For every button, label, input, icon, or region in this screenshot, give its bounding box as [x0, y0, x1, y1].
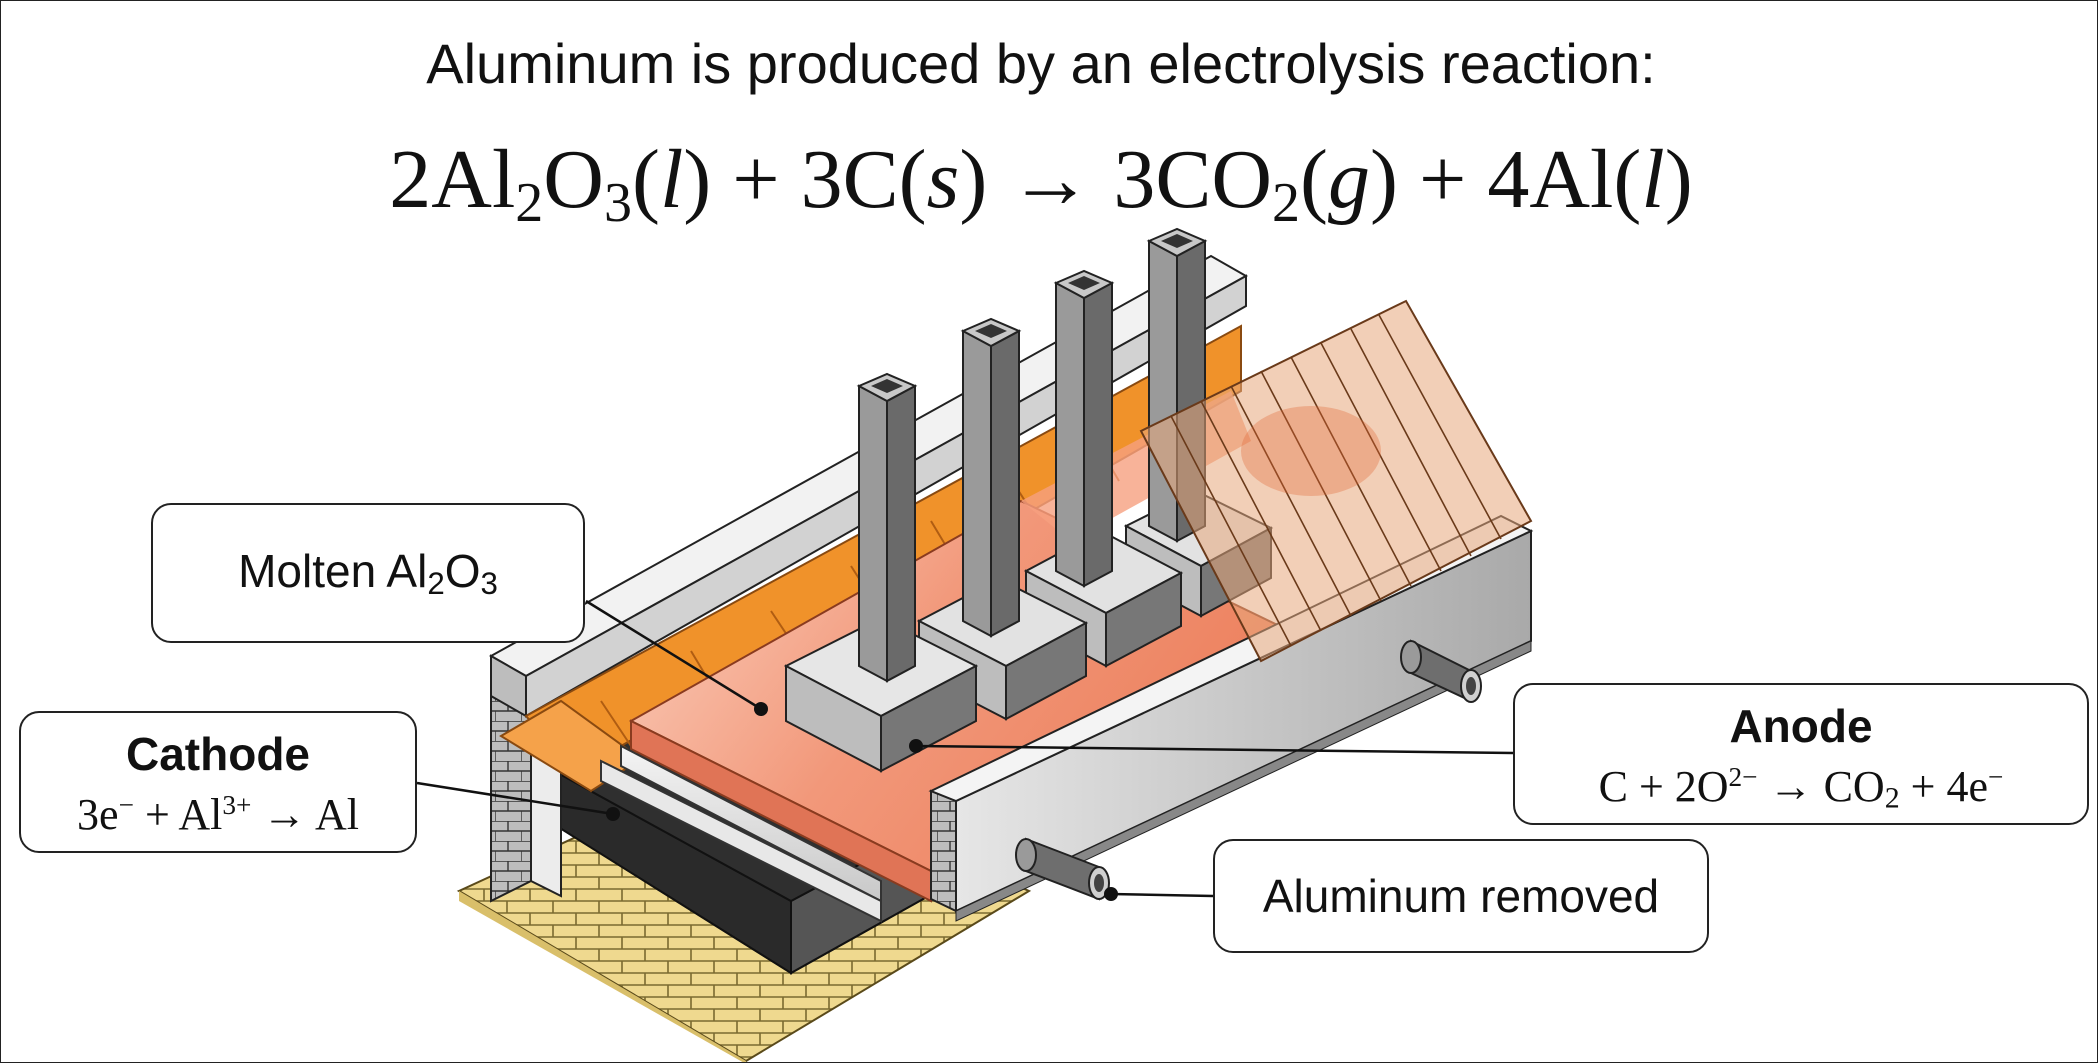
pipe-lower [1015, 837, 1110, 901]
anode-block-2 [916, 317, 1089, 721]
tap-pipes [1015, 639, 1482, 901]
leader-lines [416, 599, 1514, 901]
aluminum-pool-rail [600, 744, 882, 923]
callout-cathode: Cathode 3e− + Al3+ → Al [19, 711, 417, 853]
leader-molten [585, 599, 762, 711]
leader-cathode [416, 781, 614, 816]
pipe-upper [1400, 639, 1482, 703]
anode-block-1 [783, 372, 979, 773]
leader-anode [915, 744, 1514, 755]
cathode-title: Cathode [126, 728, 310, 780]
callout-molten-alumina: Molten Al2O3 [151, 503, 585, 643]
overall-reaction-equation: 2Al2O3(l) + 3C(s) → 3CO2(g) + 4Al(l) [389, 133, 1693, 234]
cathode-half-reaction: 3e− + Al3+ → Al [77, 790, 359, 839]
anode-title: Anode [1729, 700, 1873, 752]
slide-heading: Aluminum is produced by an electrolysis … [426, 32, 1656, 95]
anode-half-reaction: C + 2O2− → CO2 + 4e− [1598, 762, 2004, 815]
callout-aluminum-removed: Aluminum removed [1213, 839, 1709, 953]
glass-cover [1139, 299, 1533, 663]
leader-removed [1110, 892, 1214, 898]
callout-anode: Anode C + 2O2− → CO2 + 4e− [1513, 683, 2089, 825]
